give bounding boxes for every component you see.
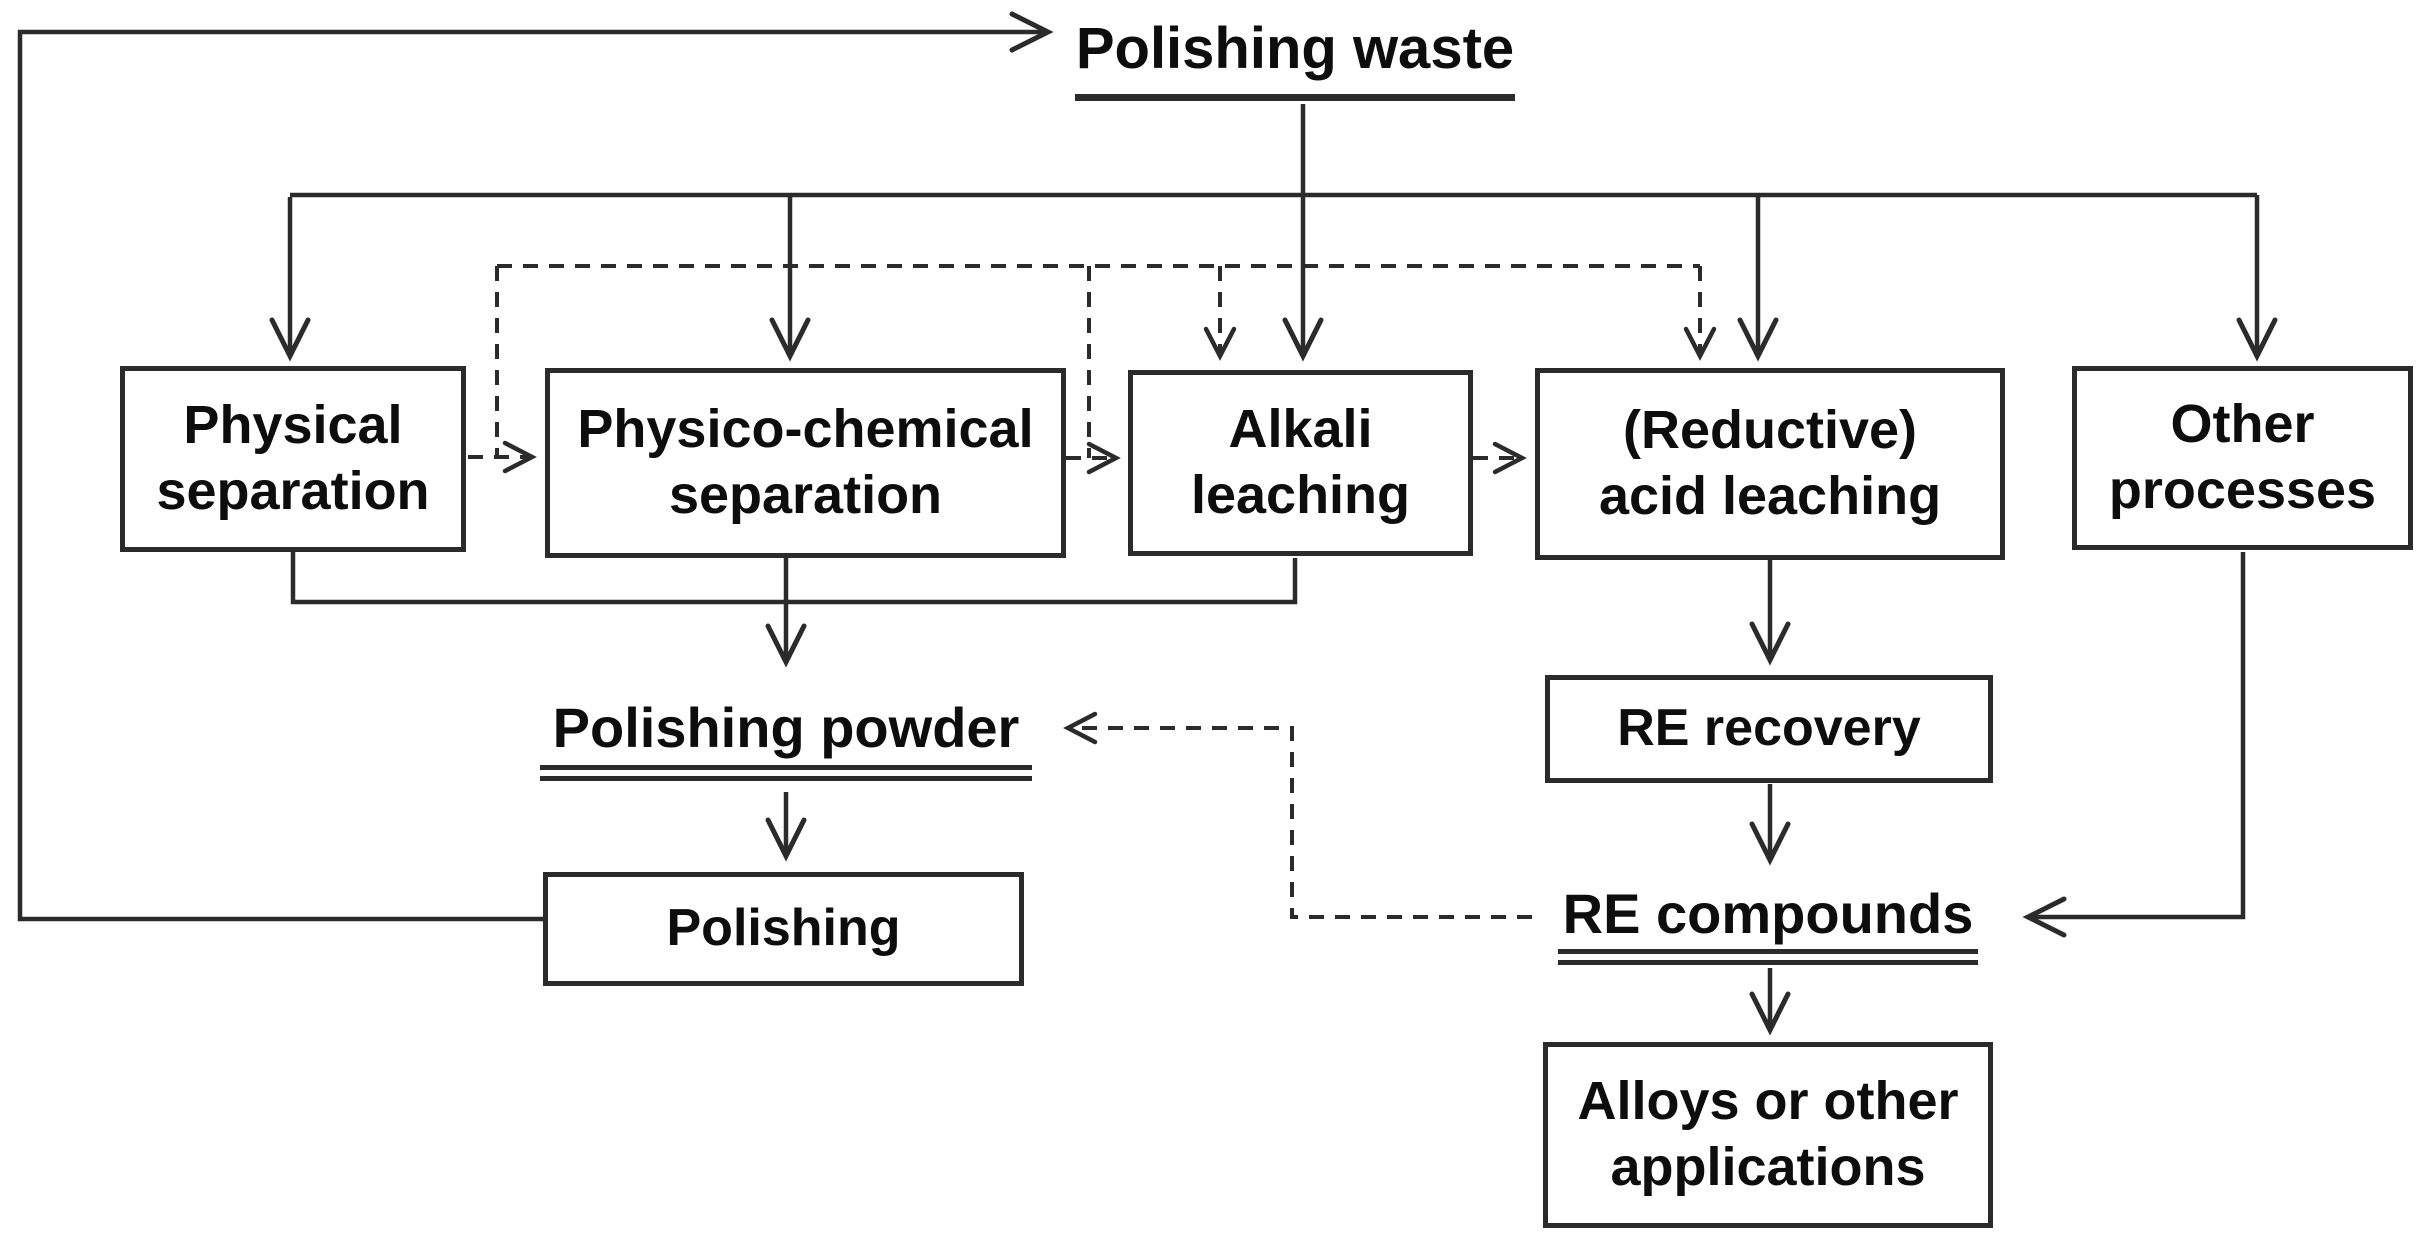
label-polishing-waste: Polishing waste (1075, 14, 1515, 101)
label-re-compounds: RE compounds (1558, 880, 1978, 966)
box-re-recovery: RE recovery (1545, 675, 1993, 783)
box-physico-chemical-separation: Physico-chemical separation (545, 368, 1066, 558)
edge-other-processes-to-re-compounds (2022, 552, 2246, 938)
box-polishing: Polishing (543, 872, 1024, 986)
box-physical-separation: Physical separation (120, 366, 466, 552)
label-polishing-powder: Polishing powder (540, 694, 1032, 782)
box-alloys-applications: Alloys or other applications (1543, 1042, 1993, 1228)
edge-separation-collector-line (290, 552, 1298, 605)
box-other-processes: Other processes (2072, 366, 2413, 550)
edge-polishing-to-polishing-waste (17, 11, 1054, 922)
box-reductive-acid-leaching: (Reductive) acid leaching (1535, 368, 2005, 560)
dashed-re-compounds-to-polishing-powder (1063, 711, 1532, 919)
box-alkali-leaching: Alkali leaching (1128, 370, 1473, 556)
